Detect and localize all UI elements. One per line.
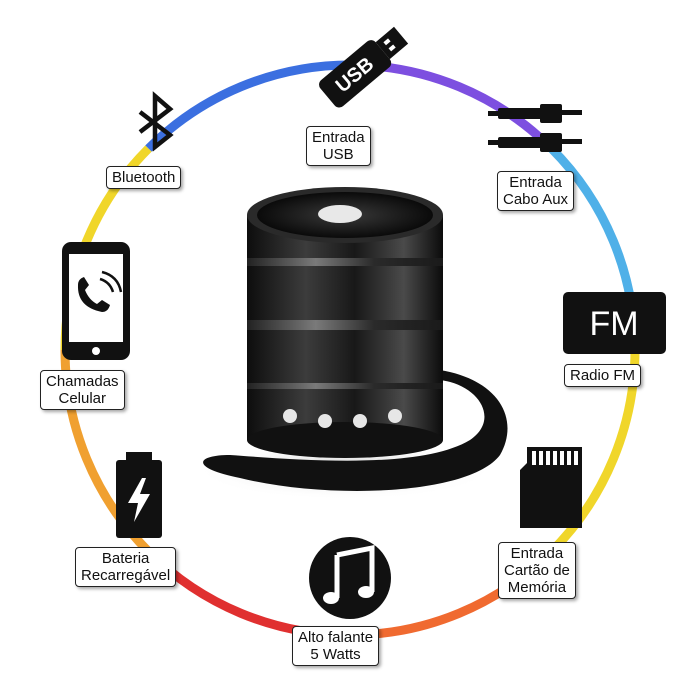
smartphone-call-icon [62, 242, 130, 360]
music-note-icon [309, 537, 391, 619]
label-bluetooth-line1: Bluetooth [112, 169, 176, 186]
label-battery-line1: Bateria [101, 550, 150, 567]
memory-card-icon [520, 447, 582, 528]
label-aux-line2: Cabo Aux [503, 191, 569, 208]
label-speaker: Alto falante 5 Watts [292, 626, 380, 666]
label-fm: Radio FM [564, 364, 642, 387]
label-aux-line1: Entrada [509, 174, 562, 191]
label-speaker-line1: Alto falante [298, 629, 374, 646]
battery-icon [116, 452, 162, 538]
label-calls-line1: Chamadas [46, 373, 119, 390]
label-calls: Chamadas Celular [40, 370, 125, 410]
label-memory: Entrada Cartão de Memória [498, 542, 576, 599]
label-usb: Entrada USB [306, 126, 371, 166]
bluetooth-icon [138, 91, 174, 152]
speaker-product-image [195, 187, 508, 500]
label-memory-line3: Memória [507, 579, 567, 596]
fm-radio-icon: FM [563, 292, 666, 354]
label-usb-line1: Entrada [312, 129, 365, 146]
label-calls-line2: Celular [58, 390, 107, 407]
label-memory-line2: Cartão de [504, 562, 570, 579]
label-bluetooth: Bluetooth [106, 166, 182, 189]
aux-cable-icon [488, 104, 582, 152]
label-memory-line1: Entrada [510, 545, 564, 562]
label-usb-line2: USB [322, 146, 354, 163]
label-battery: Bateria Recarregável [75, 547, 177, 587]
label-fm-line1: Radio FM [570, 367, 636, 384]
fm-icon-text: FM [589, 305, 638, 343]
speaker-buttons [283, 409, 402, 428]
label-aux: Entrada Cabo Aux [497, 171, 575, 211]
label-speaker-line2: 5 Watts [310, 646, 361, 663]
label-battery-line2: Recarregável [81, 567, 171, 584]
